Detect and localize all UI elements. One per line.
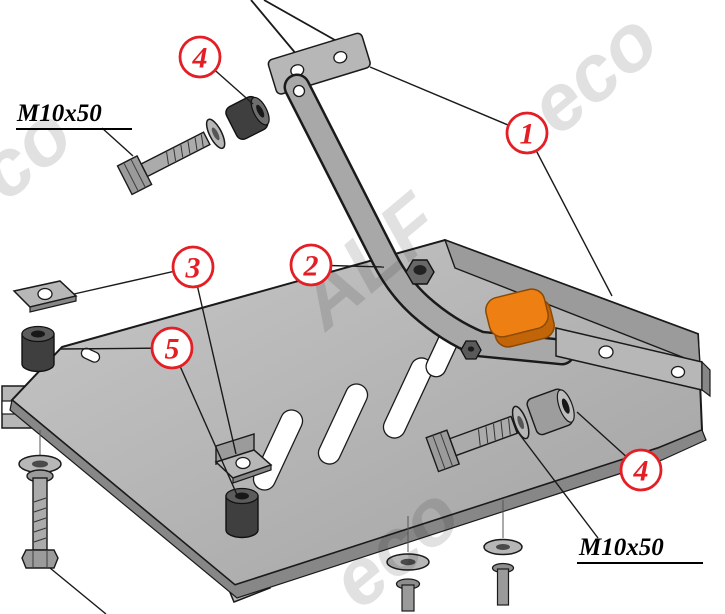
bottom-fasteners [386, 500, 523, 612]
svg-text:M10x50: M10x50 [16, 100, 102, 127]
bolt-head [21, 549, 59, 569]
svg-text:3: 3 [185, 252, 201, 285]
hex-nut [405, 259, 435, 285]
callout-1: 1 [505, 111, 549, 155]
svg-text:4: 4 [192, 42, 208, 75]
bolt-bottom-left [18, 430, 62, 569]
screw-shaft [496, 568, 510, 606]
bolt-assembly-right [425, 388, 575, 473]
bolt-assembly-top-left [116, 95, 270, 196]
plate-slot [382, 357, 434, 439]
callout-4-top: 4 [178, 35, 222, 79]
bolt-size-label-bottom: M10x50 [577, 534, 703, 564]
svg-text:1: 1 [520, 118, 535, 151]
plate-front-edge [9, 398, 707, 599]
bolt-size-label-top: M10x50 [16, 100, 132, 130]
callout-2: 2 [289, 243, 333, 287]
bushing-center [225, 487, 259, 539]
bushing-left [21, 325, 55, 373]
plate-hole [80, 347, 101, 363]
spacer-plate-left [12, 280, 78, 313]
svg-text:M10x50: M10x50 [578, 534, 664, 561]
leader-lines [49, 56, 642, 614]
svg-text:2: 2 [303, 250, 319, 283]
bolt-shaft [449, 415, 519, 457]
right-bracket [555, 327, 711, 398]
strap-hole [292, 84, 306, 98]
strap-bolt-head [460, 340, 482, 360]
callout-4-bottom: 4 [619, 448, 663, 492]
bolt-shaft [140, 131, 211, 178]
callout-5: 5 [150, 326, 194, 370]
mount-strap [283, 73, 576, 366]
svg-text:5: 5 [165, 333, 180, 366]
callout-3: 3 [171, 245, 215, 289]
plate-slot [317, 383, 369, 465]
svg-text:4: 4 [633, 455, 649, 488]
top-mount-plate [267, 32, 371, 95]
rubber-cushion-orange [485, 288, 555, 348]
screw-shaft [401, 584, 415, 612]
bolt-shaft [32, 477, 48, 551]
